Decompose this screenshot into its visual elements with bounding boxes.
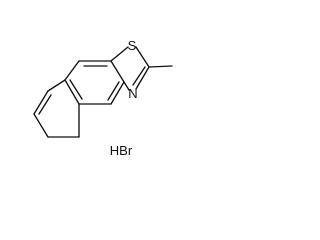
bond-c9-c10-inner <box>38 94 52 115</box>
bond-set <box>33 46 173 138</box>
molecule-structure: S N HBr <box>33 38 173 158</box>
bond-c4-c5-inner <box>107 81 120 101</box>
bond-c3-s <box>110 46 129 62</box>
bond-c9-c10 <box>33 90 49 115</box>
bond-methyl <box>148 65 173 68</box>
bond-c1-c2 <box>64 60 80 81</box>
bond-c6-c1 <box>64 79 80 105</box>
bond-c3-c4 <box>110 60 125 83</box>
bond-c6-c1-inner <box>69 79 83 100</box>
bond-c4-c5 <box>110 81 125 105</box>
bond-c10-c1 <box>47 79 66 92</box>
bond-n-c4 <box>123 81 130 91</box>
structure-canvas: S N HBr <box>33 38 173 158</box>
nitrogen-label: N <box>128 86 137 101</box>
sulfur-label: S <box>128 38 137 53</box>
hbr-label: HBr <box>110 143 133 158</box>
bond-c2prime-n-inner <box>132 66 146 86</box>
bond-c8-c9 <box>33 113 49 138</box>
bond-s-c2prime <box>135 46 150 68</box>
bond-c2prime-n <box>135 66 150 90</box>
